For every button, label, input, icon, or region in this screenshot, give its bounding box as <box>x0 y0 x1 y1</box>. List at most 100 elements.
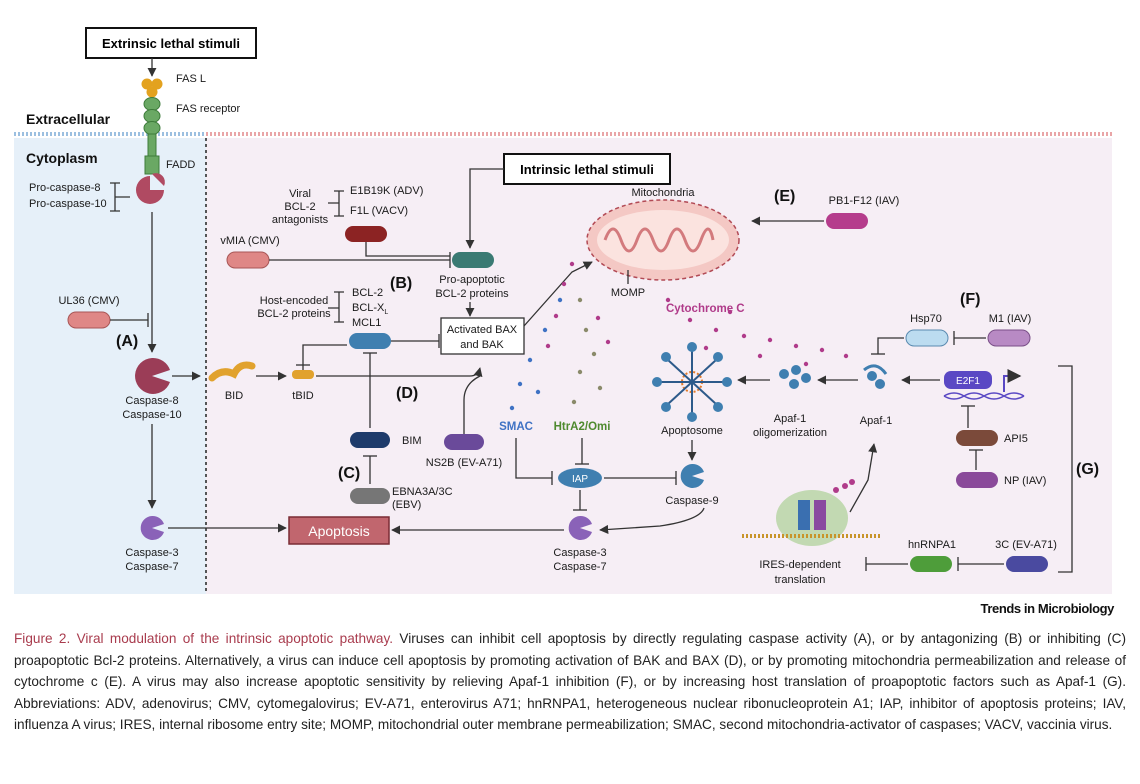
ebv-label: (EBV) <box>392 499 421 511</box>
viral-bcl2-pill <box>345 226 387 242</box>
fas-l-label: FAS L <box>176 73 206 85</box>
three-c-pill <box>1006 556 1048 572</box>
apoptosis-box <box>288 516 390 545</box>
figure-caption: Figure 2. Viral modulation of the intrin… <box>14 628 1126 736</box>
pro-caspase-8-label: Pro-caspase-8 <box>29 182 101 194</box>
activated-bax-bak-box <box>440 317 525 355</box>
f1l-label: F1L (VACV) <box>350 205 408 217</box>
fas-receptor-label: FAS receptor <box>176 103 241 115</box>
m1-label: M1 (IAV) <box>989 313 1032 325</box>
tag-e: (E) <box>774 188 795 205</box>
pb1-f12-pill <box>826 213 868 229</box>
ns2b-label: NS2B (EV-A71) <box>426 457 502 469</box>
mcl1-label: MCL1 <box>352 317 381 329</box>
apaf1-olig-label-2: oligomerization <box>753 427 827 439</box>
ires-label-1: IRES-dependent <box>759 559 840 571</box>
intrinsic-stimuli-label: Intrinsic lethal stimuli <box>520 162 654 177</box>
region-cytoplasm: Cytoplasm <box>26 150 98 166</box>
bim-pill <box>350 432 390 448</box>
hsp70-pill <box>905 329 949 347</box>
m1-pill <box>987 329 1031 347</box>
tbid-icon <box>292 370 314 379</box>
journal-logo: Trends in Microbiology <box>980 601 1115 616</box>
bim-label: BIM <box>402 435 422 447</box>
apaf1-label: Apaf-1 <box>860 415 892 427</box>
apoptosome-icon <box>652 342 732 422</box>
host-bcl2-pill <box>349 333 391 349</box>
htra2-label: HtrA2/Omi <box>554 421 611 433</box>
pro-caspase-10-label: Pro-caspase-10 <box>29 198 107 210</box>
ebna-pill <box>350 488 390 504</box>
np-pill <box>956 472 998 488</box>
viral-label: Viral <box>289 188 311 200</box>
ul36-label: UL36 (CMV) <box>58 295 119 307</box>
antagonists-label: antagonists <box>272 214 329 226</box>
caption-title: Figure 2. Viral modulation of the intrin… <box>14 631 394 646</box>
extrinsic-stimuli-box <box>85 27 257 59</box>
ires-label-2: translation <box>775 574 826 586</box>
pb1-f12-label: PB1-F12 (IAV) <box>829 195 900 207</box>
cytochrome-c-dots <box>545 261 849 367</box>
caspase-8-label: Caspase-8 <box>125 395 178 407</box>
e2f1-pill <box>944 371 992 389</box>
mitochondria-label: Mitochondria <box>632 187 696 199</box>
e2f1-label: E2F1 <box>956 376 980 387</box>
caspase-8-icon <box>135 357 170 394</box>
smac-label: SMAC <box>499 421 533 433</box>
momp-label: MOMP <box>611 287 645 299</box>
pro-apoptotic-label: Pro-apoptotic <box>439 274 505 286</box>
host-encoded-label: Host-encoded <box>260 295 329 307</box>
caspase-3-label-left: Caspase-3 <box>125 547 178 559</box>
tag-g: (G) <box>1076 461 1099 478</box>
tag-a: (A) <box>116 333 138 350</box>
fas-receptor-icon <box>143 97 161 175</box>
host-bcl2-label: BCL-2 <box>352 287 383 299</box>
caspase-3-label-right: Caspase-3 <box>553 547 606 559</box>
np-label: NP (IAV) <box>1004 475 1046 487</box>
apaf1-icon <box>867 371 885 389</box>
api5-label: API5 <box>1004 433 1028 445</box>
pro-caspase-8-icon <box>136 176 164 204</box>
bcl-x-label: BCL-XL <box>352 302 388 316</box>
caspase-10-label: Caspase-10 <box>122 409 181 421</box>
iap-icon <box>558 468 602 488</box>
fas-ligand-icon <box>141 78 153 90</box>
tag-b: (B) <box>390 275 412 292</box>
ns2b-pill <box>444 434 484 450</box>
ribosome-icon <box>742 479 880 546</box>
vmia-label: vMIA (CMV) <box>220 235 279 247</box>
pro-apoptotic-label-2: BCL-2 proteins <box>435 288 509 300</box>
bcl2-label: BCL-2 <box>284 201 315 213</box>
hsp70-label: Hsp70 <box>910 313 942 325</box>
extrinsic-stimuli-label: Extrinsic lethal stimuli <box>102 36 240 51</box>
htra2-dots <box>571 297 603 405</box>
activated-bax-label-1: Activated BAX <box>447 324 518 336</box>
apoptosis-pathway-diagram: Extracellular Cytoplasm Extrinsic lethal… <box>14 27 1112 594</box>
tag-d: (D) <box>396 385 418 402</box>
tbid-label: tBID <box>292 390 313 402</box>
activated-bax-label-2: and BAK <box>460 339 504 351</box>
apoptosome-label: Apoptosome <box>661 425 723 437</box>
ul36-pill <box>67 311 111 329</box>
caspase-7-label-left: Caspase-7 <box>125 561 178 573</box>
host-bcl2-proteins-label: BCL-2 proteins <box>257 308 331 320</box>
region-extracellular: Extracellular <box>26 111 111 127</box>
caption-body: Viruses can inhibit cell apoptosis by di… <box>14 631 1126 733</box>
tag-c: (C) <box>338 465 360 482</box>
fadd-label: FADD <box>166 159 195 171</box>
pro-apoptotic-bcl2-pill <box>452 252 494 268</box>
caspase-3-icon-left <box>140 515 164 540</box>
tag-f: (F) <box>960 291 980 308</box>
caspase-7-label-right: Caspase-7 <box>553 561 606 573</box>
bid-icon <box>208 361 256 382</box>
hnrnpa1-pill <box>910 556 952 572</box>
three-c-label: 3C (EV-A71) <box>995 539 1057 551</box>
e1b19k-label: E1B19K (ADV) <box>350 185 423 197</box>
apaf1-oligomer-icon <box>779 365 811 389</box>
api5-pill <box>956 430 998 446</box>
mitochondria-icon <box>586 199 740 281</box>
dna-icon <box>943 392 1025 400</box>
vmia-pill <box>226 251 270 269</box>
intrinsic-stimuli-box <box>503 153 671 185</box>
apoptosis-label: Apoptosis <box>308 523 369 539</box>
